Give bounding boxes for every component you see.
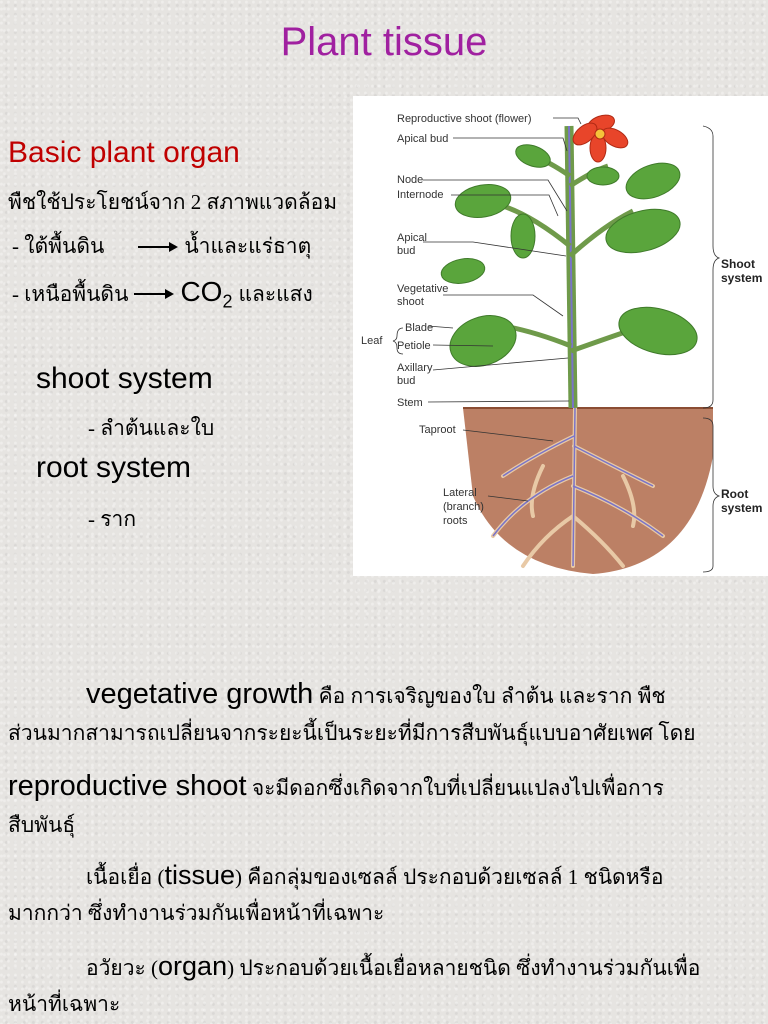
paragraph-tissue: เนื้อเยื่อ (tissue) คือกลุ่มของเซลล์ ประ… <box>8 860 664 925</box>
label-taproot: Taproot <box>419 424 456 436</box>
section-subtitle: Basic plant organ <box>8 136 240 169</box>
term-vegetative-growth: vegetative growth <box>86 678 314 710</box>
paragraph-reproductive: reproductive shoot จะมีดอกซึ่งเกิดจากใบท… <box>8 770 664 837</box>
above-ground-row: - เหนือพื้นดิน CO2 และแสง <box>12 276 313 313</box>
label-leaf: Leaf <box>361 335 383 347</box>
co2-formula: CO2 <box>180 276 233 312</box>
label-internode: Internode <box>397 189 443 201</box>
paragraph-vegetative: vegetative growth คือ การเจริญของใบ ลำต้… <box>8 678 696 745</box>
label-axillary-1: Axillary <box>397 362 433 374</box>
label-root-system-2: system <box>721 501 762 515</box>
above-ground-result: และแสง <box>238 281 313 306</box>
below-ground-row: - ใต้พื้นดิน น้ำและแร่ธาตุ <box>12 230 311 263</box>
label-node: Node <box>397 174 423 186</box>
label-root-system-1: Root <box>721 487 748 501</box>
term-tissue: tissue <box>164 860 236 890</box>
below-ground-result: น้ำและแร่ธาตุ <box>184 234 312 258</box>
label-petiole: Petiole <box>397 340 431 352</box>
root-system-desc: - ราก <box>88 507 137 531</box>
label-axillary-2: bud <box>397 375 415 387</box>
label-apical-bud-1: Apical <box>397 232 427 244</box>
label-apical-bud-top: Apical bud <box>397 133 448 145</box>
intro-line: พืชใช้ประโยชน์จาก 2 สภาพแวดล้อม <box>8 190 338 214</box>
label-shoot-system-2: system <box>721 271 762 285</box>
label-shoot-system-1: Shoot <box>721 257 755 271</box>
shoot-system-title: shoot system <box>36 362 213 395</box>
term-organ: organ <box>158 951 228 981</box>
label-stem: Stem <box>397 397 423 409</box>
page-title: Plant tissue <box>280 20 488 64</box>
term-reproductive-shoot: reproductive shoot <box>8 770 247 802</box>
root-system-title: root system <box>36 451 192 484</box>
label-lateral-2: (branch) <box>443 501 484 513</box>
leaves <box>440 144 698 367</box>
shoot-system-desc: - ลำต้นและใบ <box>88 416 215 440</box>
label-apical-bud-2: bud <box>397 245 415 257</box>
arrow-right-icon <box>134 288 175 300</box>
plant-diagram: Reproductive shoot (flower) Apical bud N… <box>353 96 768 576</box>
above-ground-label: - เหนือพื้นดิน <box>12 281 129 306</box>
label-lateral-1: Lateral <box>443 487 477 499</box>
flower <box>572 114 629 163</box>
arrow-right-icon <box>138 241 179 253</box>
plant-illustration: Reproductive shoot (flower) Apical bud N… <box>361 113 762 574</box>
below-ground-label: - ใต้พื้นดิน <box>12 234 105 258</box>
label-vegetative-2: shoot <box>397 296 424 308</box>
paragraph-organ: อวัยวะ (organ) ประกอบด้วยเนื้อเยื่อหลายช… <box>8 951 701 1016</box>
label-reproductive-shoot: Reproductive shoot (flower) <box>397 113 532 125</box>
label-blade: Blade <box>405 322 433 334</box>
label-vegetative-1: Vegetative <box>397 283 448 295</box>
label-lateral-3: roots <box>443 515 468 527</box>
